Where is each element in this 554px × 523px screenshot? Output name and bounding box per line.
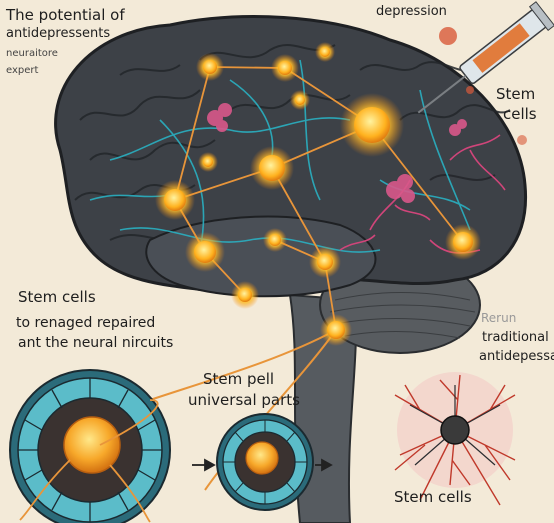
- stem-cell-small: [216, 413, 314, 511]
- depression-label: depression: [376, 4, 447, 19]
- stem-cells-left-label: Stem cells: [18, 288, 96, 306]
- neuron-links: [149, 66, 464, 491]
- title-line-4: expert: [6, 65, 39, 76]
- repaired-label: to renaged repaired: [16, 315, 156, 331]
- glowing-neurons: [155, 42, 481, 346]
- rerun-label: Rerun: [481, 311, 517, 325]
- stem-cells-bottom-label: Stem cells: [394, 488, 472, 506]
- antidepressants-label: antidepessants: [479, 349, 554, 364]
- stem-cells-right-label-1: Stem: [496, 85, 536, 103]
- droplet-icon: [439, 27, 457, 45]
- temporal-lobe: [145, 215, 377, 298]
- nerve-network: [89, 59, 471, 253]
- title-line-2: antidepressents: [6, 26, 111, 41]
- universal-parts-label: universal parts: [188, 391, 300, 409]
- arrow-right-icon: [192, 458, 333, 472]
- syringe-icon: [417, 1, 554, 114]
- traditional-label: traditional: [482, 330, 549, 345]
- title-line-3: neuraitore: [6, 48, 58, 59]
- damaged-tissue: [207, 103, 467, 203]
- stem-cell-large: [9, 369, 171, 523]
- dendritic-neuron: [394, 372, 516, 506]
- stem-cells-right-label-2: cells: [503, 105, 537, 123]
- circuits-label: ant the neural nircuits: [18, 335, 174, 351]
- cerebrum: [54, 15, 528, 296]
- stem-pell-label: Stem pell: [203, 370, 275, 388]
- title-line-1: The potential of: [6, 6, 125, 24]
